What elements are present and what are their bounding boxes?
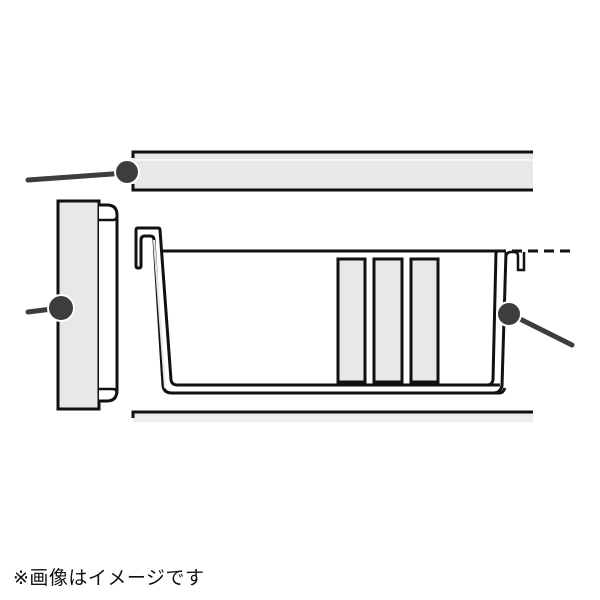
side-panel xyxy=(56,199,119,411)
dividers xyxy=(336,257,440,384)
hanging-basket xyxy=(134,226,572,395)
callout-top-shelf xyxy=(25,159,140,185)
bottom-shelf xyxy=(131,410,533,422)
callout-side-panel xyxy=(25,294,75,322)
image-disclaimer-caption: ※画像はイメージです xyxy=(13,567,205,589)
callout-basket xyxy=(496,301,575,348)
top-shelf xyxy=(131,150,533,192)
